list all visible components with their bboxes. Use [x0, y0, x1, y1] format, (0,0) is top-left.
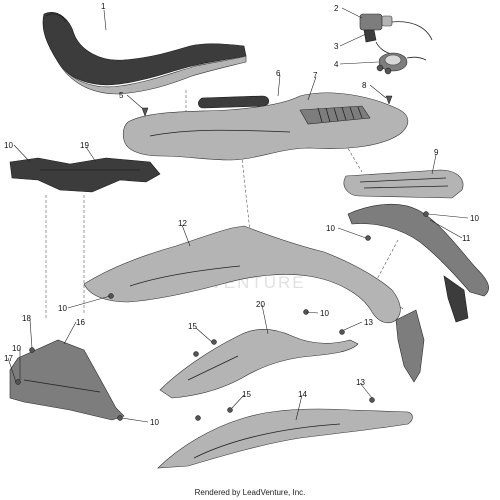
callout-12: 12 — [178, 219, 187, 228]
callout-3: 3 — [334, 42, 339, 51]
callout-15-lower: 15 — [242, 390, 251, 399]
switch-assembly-part — [359, 13, 433, 55]
callout-10-cover-bottom: 10 — [150, 418, 159, 427]
callout-20: 20 — [256, 300, 265, 309]
callout-16: 16 — [76, 318, 85, 327]
callout-6: 6 — [276, 69, 281, 78]
credit-line: Rendered by LeadVenture, Inc. — [194, 488, 306, 497]
vent-slots — [317, 106, 363, 123]
callout-2: 2 — [334, 4, 339, 13]
rear-rack-part — [343, 169, 464, 199]
callout-17: 17 — [4, 354, 13, 363]
side-panel-part — [83, 225, 425, 383]
undertray-part — [9, 157, 161, 193]
callout-10-cover-top: 10 — [12, 344, 21, 353]
callout-15-upper: 15 — [188, 322, 197, 331]
callout-5: 5 — [119, 91, 124, 100]
callout-10-rack: 10 — [470, 214, 479, 223]
ignition-switch-part — [376, 52, 427, 75]
leader-lines — [7, 7, 469, 423]
callout-13-lower: 13 — [356, 378, 365, 387]
callout-19: 19 — [80, 141, 89, 150]
callout-9: 9 — [434, 148, 439, 157]
callout-4: 4 — [334, 60, 339, 69]
callout-10-undertray: 10 — [4, 141, 13, 150]
lower-cover-part — [159, 328, 359, 399]
callout-7: 7 — [313, 71, 318, 80]
side-cover-left-part — [9, 339, 125, 421]
callout-labels: 1 2 3 4 5 6 7 8 9 10 10 10 10 10 10 10 1… — [4, 2, 479, 427]
lower-trim-part — [157, 408, 413, 469]
grip-part — [198, 95, 270, 109]
callout-14: 14 — [298, 390, 307, 399]
callout-13-upper: 13 — [364, 318, 373, 327]
tail-cover-upper-part — [122, 92, 409, 161]
callout-18: 18 — [22, 314, 31, 323]
callout-11: 11 — [462, 234, 471, 243]
fastener-part — [141, 95, 393, 117]
callout-8: 8 — [362, 81, 367, 90]
callout-1: 1 — [101, 2, 106, 11]
callout-10-bracket: 10 — [326, 224, 335, 233]
seat-part — [42, 12, 247, 95]
callout-10-panel-left: 10 — [58, 304, 67, 313]
callout-10-panel-right: 10 — [320, 309, 329, 318]
tail-bracket-part — [347, 203, 489, 323]
